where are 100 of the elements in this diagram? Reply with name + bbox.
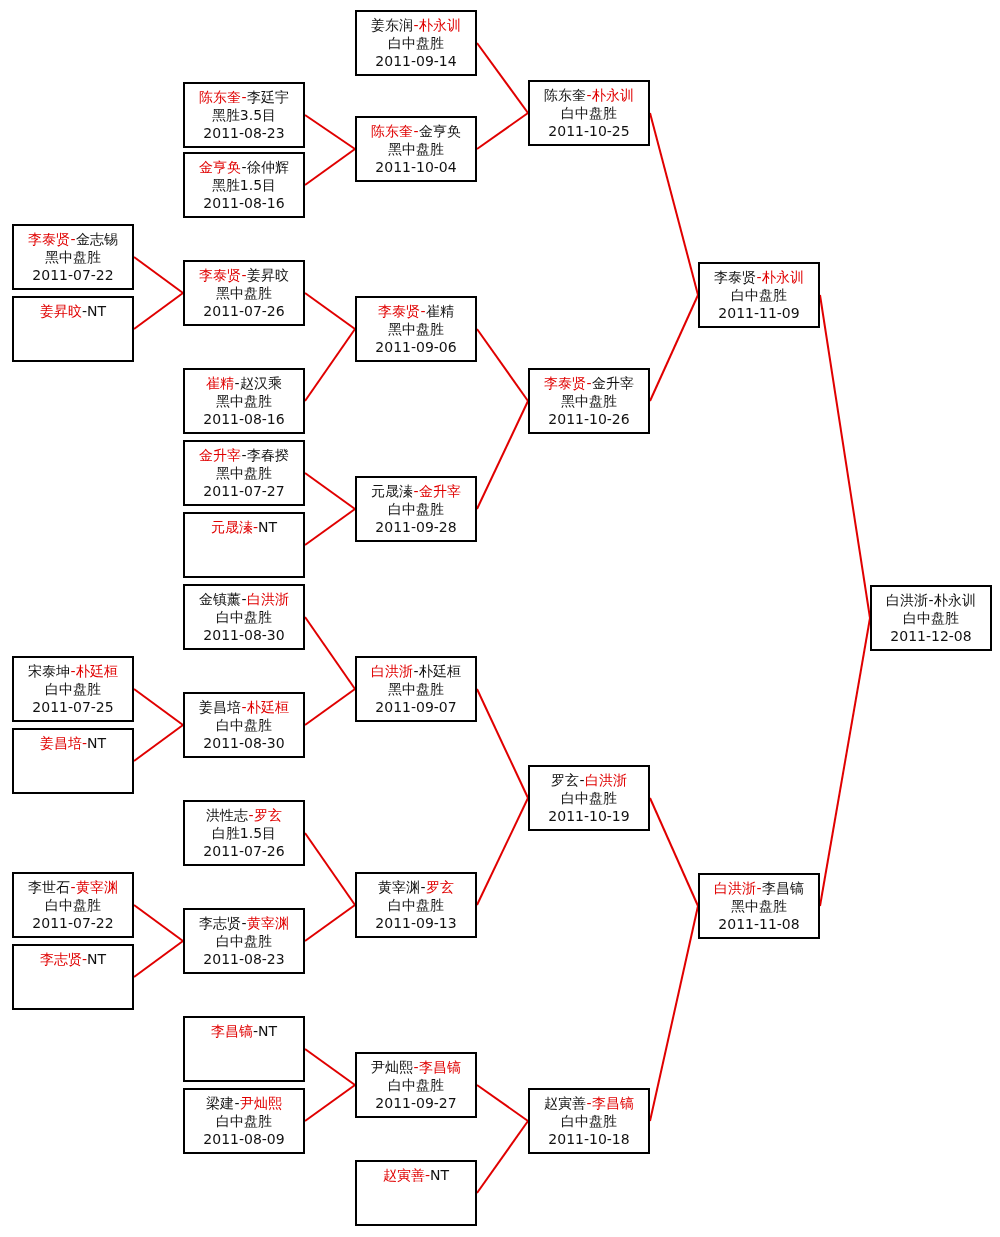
match-date: 2011-08-30 [203, 626, 285, 644]
match-players: 李昌镐-NT [210, 1022, 278, 1040]
match-date: 2011-08-09 [203, 1130, 285, 1148]
match-players: 陈东奎-李廷宇 [199, 88, 289, 106]
match-players: 李志贤-黄宰渊 [199, 914, 289, 932]
match-players: 李志贤-NT [39, 950, 107, 968]
match-players: 梁建-尹灿熙 [206, 1094, 282, 1112]
bracket-line [304, 114, 356, 150]
match-result: 白中盘胜 [903, 609, 959, 627]
match-date: 2011-07-27 [203, 482, 285, 500]
match-box [355, 872, 477, 938]
bracket-line [304, 328, 356, 402]
bracket-line [476, 1084, 529, 1122]
match-box [870, 585, 992, 651]
match-players: 罗玄-白洪浙 [551, 771, 627, 789]
match-box [698, 873, 820, 939]
match-result: 白中盘胜 [216, 716, 272, 734]
match-date: 2011-07-22 [32, 914, 114, 932]
match-players: 白洪浙-李昌镐 [714, 879, 804, 897]
match-box [12, 296, 134, 362]
bracket-line [649, 294, 699, 402]
match-players: 李泰贤-朴永训 [714, 268, 804, 286]
match-players: 姜昌培-朴廷桓 [199, 698, 289, 716]
match-result: 黑中盘胜 [216, 392, 272, 410]
match-box [183, 800, 305, 866]
match-date: 2011-10-04 [375, 158, 457, 176]
match-box [12, 728, 134, 794]
match-date: 2011-10-19 [548, 807, 630, 825]
match-date: 2011-11-09 [718, 304, 800, 322]
match-result: 黑中盘胜 [45, 248, 101, 266]
bracket-line [476, 328, 529, 402]
match-result: 黑胜1.5目 [211, 176, 277, 194]
match-date: 2011-10-26 [548, 410, 630, 428]
bracket-line [476, 688, 529, 799]
match-date: 2011-07-25 [32, 698, 114, 716]
match-box [12, 224, 134, 290]
match-result: 白中盘胜 [388, 1076, 444, 1094]
bracket-line [304, 688, 356, 726]
match-players: 李泰贤-崔精 [378, 302, 454, 320]
match-result: 黑中盘胜 [388, 140, 444, 158]
match-result: 黑中盘胜 [388, 680, 444, 698]
match-players: 李世石-黄宰渊 [28, 878, 118, 896]
match-players: 陈东奎-朴永训 [544, 86, 634, 104]
match-players: 宋泰坤-朴廷桓 [28, 662, 118, 680]
match-players: 姜昇旼-NT [39, 302, 107, 320]
match-players: 金升宰-李春揆 [199, 446, 289, 464]
match-box [183, 584, 305, 650]
match-date: 2011-11-08 [718, 915, 800, 933]
bracket-line [476, 1120, 529, 1194]
match-box [183, 1016, 305, 1082]
match-players: 白洪浙-朴廷桓 [371, 662, 461, 680]
match-box [528, 1088, 650, 1154]
match-box [12, 872, 134, 938]
match-result: 白中盘胜 [388, 500, 444, 518]
match-players: 崔精-赵汉乘 [206, 374, 282, 392]
match-date: 2011-09-07 [375, 698, 457, 716]
match-result: 黑中盘胜 [216, 284, 272, 302]
match-box [698, 262, 820, 328]
match-players: 金镇薰-白洪浙 [199, 590, 289, 608]
match-date: 2011-12-08 [890, 627, 972, 645]
match-players: 金亨奂-徐仲辉 [199, 158, 289, 176]
match-box [355, 1052, 477, 1118]
bracket-line [304, 832, 356, 906]
match-box [183, 440, 305, 506]
match-players: 李泰贤-金志锡 [28, 230, 118, 248]
match-box [355, 1160, 477, 1226]
match-date: 2011-10-25 [548, 122, 630, 140]
match-box [12, 944, 134, 1010]
bracket-line [304, 292, 356, 330]
match-date: 2011-10-18 [548, 1130, 630, 1148]
match-date: 2011-09-27 [375, 1094, 457, 1112]
match-box [355, 476, 477, 542]
match-result: 白中盘胜 [561, 789, 617, 807]
match-date: 2011-09-06 [375, 338, 457, 356]
match-box [355, 116, 477, 182]
match-result: 黑中盘胜 [388, 320, 444, 338]
match-result: 白中盘胜 [561, 104, 617, 122]
match-box [528, 765, 650, 831]
bracket-line [304, 148, 356, 186]
match-box [183, 152, 305, 218]
match-date: 2011-08-30 [203, 734, 285, 752]
match-result: 白中盘胜 [731, 286, 787, 304]
match-date: 2011-08-23 [203, 950, 285, 968]
match-players: 陈东奎-金亨奂 [371, 122, 461, 140]
bracket-line [133, 724, 184, 762]
bracket-line [304, 1084, 356, 1122]
match-box [528, 80, 650, 146]
match-result: 黑中盘胜 [561, 392, 617, 410]
match-players: 姜东润-朴永训 [371, 16, 461, 34]
match-result: 黑胜3.5目 [211, 106, 277, 124]
match-date: 2011-08-23 [203, 124, 285, 142]
bracket-line [304, 472, 356, 510]
match-box [183, 692, 305, 758]
match-box [355, 296, 477, 362]
match-result: 白中盘胜 [45, 896, 101, 914]
bracket-line [133, 940, 184, 978]
match-result: 白胜1.5目 [211, 824, 277, 842]
bracket-line [304, 616, 356, 690]
match-box [183, 260, 305, 326]
match-result: 白中盘胜 [216, 932, 272, 950]
